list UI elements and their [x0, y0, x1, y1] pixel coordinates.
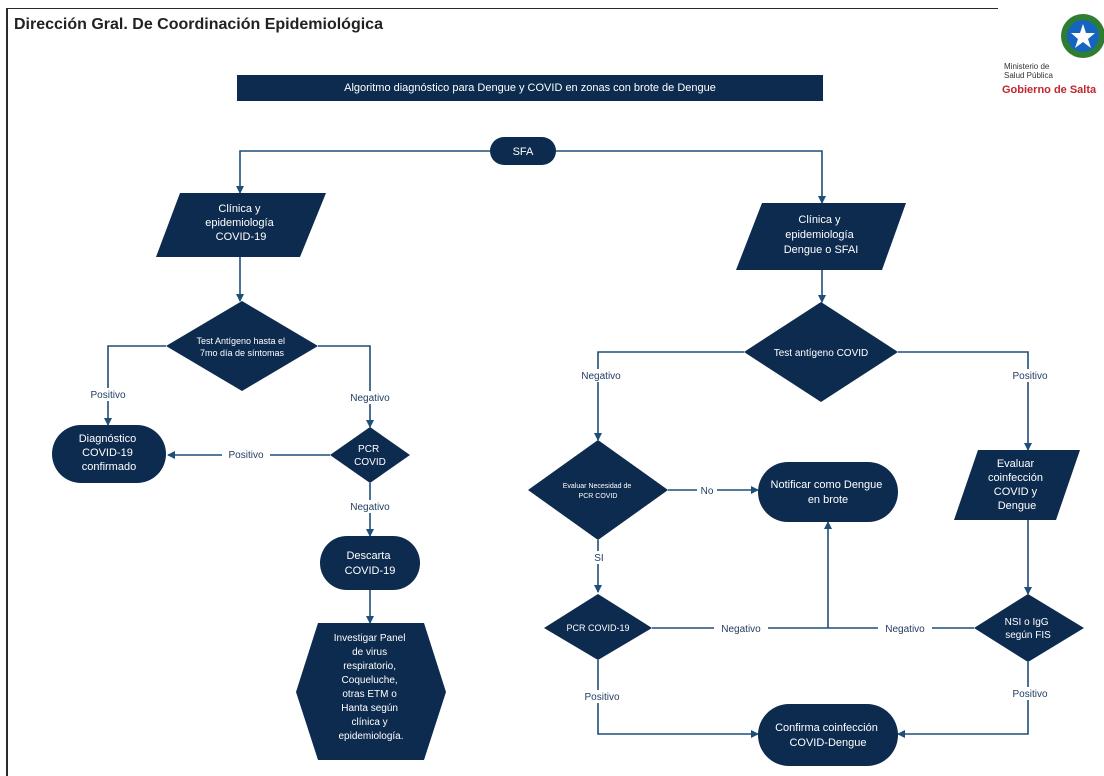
node-clinica-dengue-text: Clínica y epidemiología Dengue o SFAI [784, 214, 859, 256]
label-bg [714, 622, 768, 635]
label-bg [1006, 687, 1054, 700]
node-pcr-covid-19 [544, 594, 652, 660]
edge-sfa-to-clinica-covid [236, 150, 490, 194]
node-evaluar-coinfeccion-text: Evaluar coinfección COVID y Dengue [988, 458, 1046, 512]
frame-top-border [6, 8, 998, 9]
edge-label-negativo-pcr: Negativo [350, 502, 390, 513]
label-bg [697, 484, 717, 497]
label-bg [578, 690, 626, 703]
ministry-line-2: Salud Pública [1004, 71, 1053, 80]
node-evaluar-necesidad-pcr-text: Evaluar Necesidad de PCR COVID [563, 483, 633, 500]
page-title: Dirección Gral. De Coordinación Epidemio… [14, 16, 383, 33]
ministry-name: Ministerio de Salud Pública [1004, 62, 1053, 80]
node-test-antigeno-left-text: Test Antígeno hasta el 7mo día de síntom… [196, 336, 287, 358]
edge-label-positivo-pcr19: Positivo [584, 692, 619, 703]
label-bg [84, 388, 132, 401]
edge-label-negativo-nsi: Negativo [885, 624, 925, 635]
edge-sfa-to-clinica-dengue [556, 150, 826, 204]
node-confirma-coinfeccion-text: Confirma coinfección COVID-Dengue [775, 722, 881, 749]
node-pcr-covid-text: PCR COVID [354, 444, 386, 468]
edge-nsi-to-confirma-positivo [897, 662, 1029, 738]
label-bg [342, 391, 398, 404]
node-evaluar-necesidad-pcr [528, 440, 668, 540]
node-descarta-covid-text: Descarta COVID-19 [345, 550, 396, 577]
edge-label-negativo-right: Negativo [581, 371, 621, 382]
edge-label-positivo-pcr: Positivo [228, 450, 263, 461]
label-bg [878, 622, 932, 635]
edge-test-to-coinf-positivo [898, 351, 1032, 451]
node-notificar-dengue-text: Notificar como Dengue en brote [771, 479, 886, 506]
edge-label-no: No [701, 486, 714, 497]
node-diagnostico-covid [52, 425, 166, 483]
node-diagnostico-covid-text: Diagnóstico COVID-19 confirmado [79, 433, 140, 473]
edge-label-positivo-nsi: Positivo [1012, 689, 1047, 700]
label-bg [1006, 369, 1054, 382]
node-clinica-covid-text: Clínica y epidemiología COVID-19 [205, 203, 277, 243]
node-clinica-covid [156, 193, 326, 257]
edge-pcr19-to-confirma-positivo [597, 660, 759, 738]
node-test-antigeno-right-text: Test antígeno COVID [774, 348, 869, 359]
node-confirma-coinfeccion [758, 704, 898, 766]
node-notificar-dengue [758, 462, 898, 522]
government-name: Gobierno de Salta [1002, 84, 1097, 96]
node-test-antigeno-left [166, 301, 318, 391]
government-logo: Ministerio de Salud Pública Gobierno de … [1000, 12, 1104, 102]
edge-label-negativo-left: Negativo [350, 393, 390, 404]
label-bg [222, 448, 270, 461]
node-nsi-igg [974, 594, 1084, 662]
edge-test-to-evaluar-negativo [594, 351, 744, 441]
edge-label-positivo-right: Positivo [1012, 371, 1047, 382]
node-sfa [490, 137, 556, 165]
frame-left-border [6, 8, 8, 776]
algorithm-banner: Algoritmo diagnóstico para Dengue y COVI… [237, 75, 823, 101]
node-evaluar-coinfeccion [954, 450, 1080, 520]
node-sfa-text: SFA [513, 146, 534, 158]
node-investigar-panel-text: Investigar Panel de virus respiratorio, … [334, 633, 409, 742]
edge-label-positivo-left: Positivo [90, 390, 125, 401]
node-clinica-dengue [736, 203, 906, 270]
node-nsi-igg-text: NSI o IgG según FIS [1005, 617, 1052, 641]
edge-label-si: SI [594, 553, 603, 564]
label-bg [342, 500, 398, 513]
label-bg [572, 369, 628, 382]
node-test-antigeno-right [744, 302, 898, 402]
edge-test-to-pcr-negativo [318, 345, 374, 428]
node-descarta-covid [320, 536, 420, 590]
edge-label-negativo-pcr19: Negativo [721, 624, 761, 635]
seal-icon [1061, 14, 1104, 58]
node-pcr-covid [330, 427, 410, 483]
node-investigar-panel [296, 623, 446, 760]
ministry-line-1: Ministerio de [1004, 62, 1050, 71]
edge-test-to-dx-positivo [104, 345, 166, 426]
label-bg [589, 551, 609, 564]
node-pcr-covid-19-text: PCR COVID-19 [566, 623, 629, 633]
